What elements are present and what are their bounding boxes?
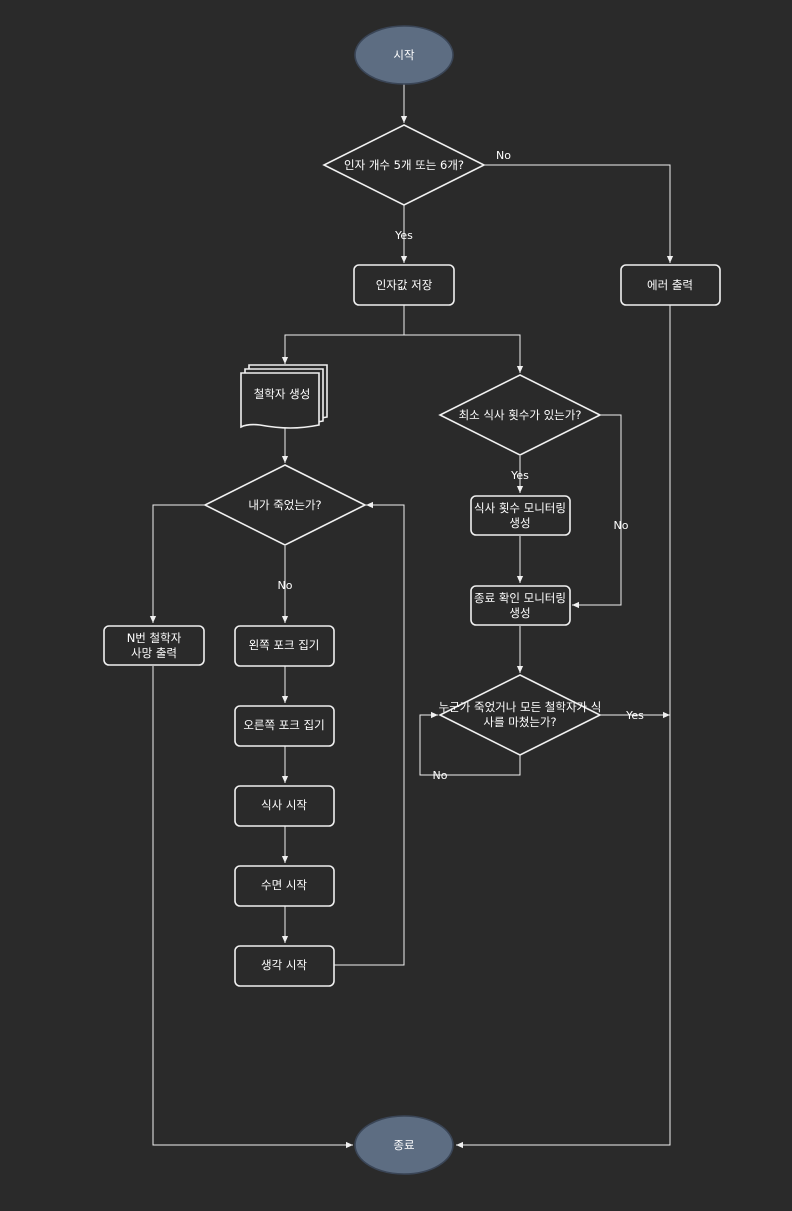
- dead-no-label: No: [278, 579, 293, 592]
- edge-deadprint-to-end: [152, 666, 353, 1149]
- final-label-1: 누군가 죽었거나 모든 철학자가 식: [439, 700, 602, 714]
- right-fork-node: 오른쪽 포크 집기: [234, 705, 335, 747]
- meal-monitor-label-1: 식사 횟수 모니터링: [474, 501, 566, 515]
- right-fork-label: 오른쪽 포크 집기: [243, 718, 324, 732]
- start-node: 시작: [354, 25, 454, 85]
- print-death-label-2: 사망 출력: [131, 646, 177, 660]
- meal-monitor-node: 식사 횟수 모니터링 생성: [470, 495, 571, 536]
- arg-yes-label: Yes: [394, 229, 413, 242]
- start-label: 시작: [393, 48, 415, 62]
- min-meal-label: 최소 식사 횟수가 있는가?: [459, 408, 582, 422]
- save-args-node: 인자값 저장: [353, 264, 455, 306]
- edge-mealcheck-no: [572, 414, 622, 609]
- final-no-label: No: [433, 769, 448, 782]
- am-i-dead-decision: 내가 죽었는가?: [203, 464, 367, 546]
- edge-final-no: [419, 711, 521, 776]
- arg-count-decision: 인자 개수 5개 또는 6개?: [322, 124, 486, 206]
- final-yes-label: Yes: [625, 709, 644, 722]
- eat-node: 식사 시작: [234, 785, 335, 827]
- edge-dead-yes: [149, 504, 205, 623]
- meal-no-label: No: [614, 519, 629, 532]
- arg-no-label: No: [496, 149, 511, 162]
- edge-argcheck-no: [484, 164, 674, 263]
- error-output-node: 에러 출력: [620, 264, 721, 306]
- edge-save-to-philo: [281, 305, 405, 364]
- print-death-node: N번 철학자 사망 출력: [103, 625, 205, 666]
- edge-save-to-mealcheck: [404, 334, 524, 373]
- error-output-label: 에러 출력: [647, 278, 693, 292]
- end-monitor-node: 종료 확인 모니터링 생성: [470, 585, 571, 626]
- min-meal-decision: 최소 식사 횟수가 있는가?: [438, 374, 602, 456]
- connectors: [149, 84, 674, 1149]
- print-death-label-1: N번 철학자: [127, 631, 182, 645]
- create-philosophers-label: 철학자 생성: [254, 387, 311, 401]
- eat-label: 식사 시작: [261, 798, 307, 812]
- edge-error-to-end: [456, 305, 671, 1149]
- arg-count-label: 인자 개수 5개 또는 6개?: [344, 158, 464, 172]
- think-node: 생각 시작: [234, 945, 335, 987]
- save-args-label: 인자값 저장: [376, 278, 433, 292]
- meal-monitor-label-2: 생성: [509, 516, 530, 530]
- meal-yes-label: Yes: [510, 469, 529, 482]
- sleep-label: 수면 시작: [261, 878, 307, 892]
- edge-think-loop: [334, 501, 405, 966]
- end-monitor-label-2: 생성: [509, 606, 530, 620]
- create-philosophers-node: 철학자 생성: [240, 364, 328, 429]
- left-fork-node: 왼쪽 포크 집기: [234, 625, 335, 667]
- end-label: 종료: [393, 1138, 414, 1152]
- am-i-dead-label: 내가 죽었는가?: [248, 498, 321, 512]
- final-decision: 누군가 죽었거나 모든 철학자가 식 사를 마쳤는가?: [438, 674, 602, 756]
- final-label-2: 사를 마쳤는가?: [483, 715, 556, 729]
- think-label: 생각 시작: [261, 958, 307, 972]
- left-fork-label: 왼쪽 포크 집기: [249, 638, 320, 652]
- sleep-node: 수면 시작: [234, 865, 335, 907]
- end-monitor-label-1: 종료 확인 모니터링: [474, 591, 566, 605]
- end-node: 종료: [354, 1115, 454, 1175]
